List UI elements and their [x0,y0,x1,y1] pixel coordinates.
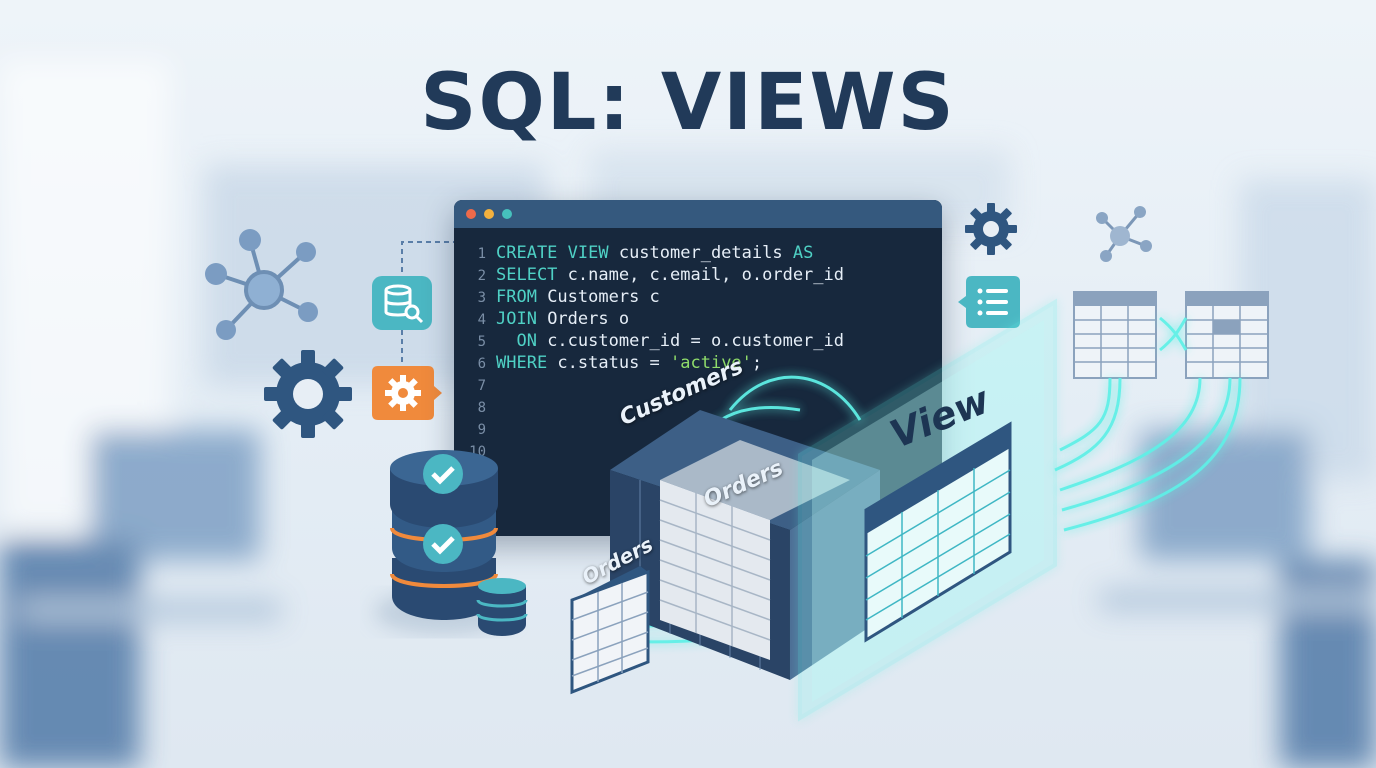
list-chat-icon [958,276,1022,330]
sql-text: Orders o [536,309,630,329]
sql-keyword: ON [496,331,537,351]
code-text: SELECT c.name, c.email, o.order_id [496,264,844,286]
minimize-dot-icon[interactable] [484,209,494,219]
orders-table-block-back [659,440,850,660]
code-lines: 1 CREATE VIEW customer_details AS 2 SELECT … [454,242,844,462]
editor-title-bar [454,200,942,228]
code-line: 4 JOIN Orders o [454,308,844,330]
code-line: 3 FROM Customers c [454,286,844,308]
code-text: CREATE VIEW customer_details AS [496,242,813,264]
code-text: ON c.customer_id = o.customer_id [496,330,844,352]
line-number: 4 [477,312,486,328]
code-text: WHERE c.status = 'active'; [496,352,762,374]
sql-text: ; [751,353,763,373]
source-table-right-b [1185,291,1269,379]
view-result-table [864,421,1012,643]
line-number: 2 [477,268,486,284]
line-number: 1 [477,246,486,262]
sql-keyword: SELECT [496,265,558,285]
code-text: JOIN Orders o [496,308,629,330]
code-line: 9 [454,418,844,440]
code-line: 6 WHERE c.status = 'active'; [454,352,844,374]
sql-text: Customers c [536,287,660,307]
orders-table-front [570,566,650,695]
gear-icon [965,203,1017,255]
sql-keyword: JOIN [496,309,537,329]
code-line: 5 ON c.customer_id = o.customer_id [454,330,844,352]
sql-keyword: WHERE [496,353,548,373]
network-icon [205,229,318,340]
gear-icon [264,350,352,438]
maximize-dot-icon[interactable] [502,209,512,219]
sql-keyword: AS [792,243,814,263]
database-search-icon [372,276,432,330]
gear-badge-icon [372,366,444,420]
database-check-icon [374,450,528,636]
code-line: 8 [454,396,844,418]
dashed-connector [401,241,458,372]
sql-text: c.status = [547,353,671,373]
sql-text: c.customer_id = o.customer_id [536,331,844,351]
code-line: 7 [454,374,844,396]
source-table-right-a [1073,291,1157,379]
code-line: 2 SELECT c.name, c.email, o.order_id [454,264,844,286]
sql-text: c.name, c.email, o.order_id [557,265,844,285]
sql-string: 'active' [670,353,752,373]
line-number: 8 [477,400,486,416]
line-number: 6 [477,356,486,372]
code-line: 1 CREATE VIEW customer_details AS [454,242,844,264]
code-text: FROM Customers c [496,286,660,308]
sql-keyword: FROM [496,287,537,307]
sql-keyword: CREATE VIEW [496,243,609,263]
sql-text: customer_details [608,243,793,263]
line-number: 9 [477,422,486,438]
line-number: 3 [477,290,486,306]
line-number: 5 [477,334,486,350]
line-number: 7 [477,378,486,394]
close-dot-icon[interactable] [466,209,476,219]
page-title: SQL: VIEWS [420,58,956,148]
small-network-icon [1096,206,1152,262]
